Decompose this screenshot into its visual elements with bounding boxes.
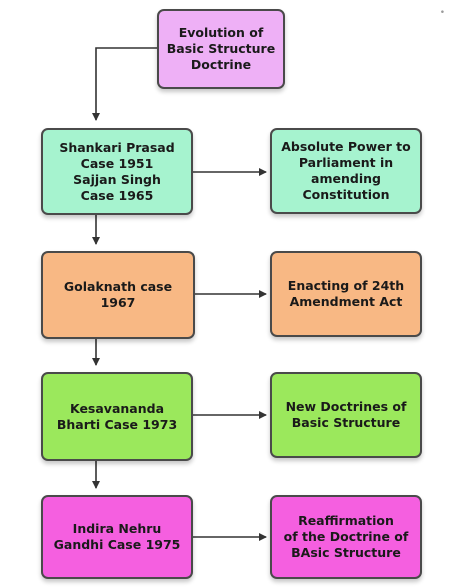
node-line: Gandhi Case 1975: [53, 537, 181, 552]
node-text: Reaffirmation of the Doctrine of BAsic S…: [284, 513, 409, 561]
node-evolution-of-basic-structure: Evolution of Basic Structure Doctrine: [157, 9, 285, 89]
node-enacting-24th-amendment: Enacting of 24th Amendment Act: [270, 251, 422, 337]
node-line: Sajjan Singh: [73, 171, 161, 187]
node-text: Shankari Prasad Case 1951 Sajjan Singh C…: [59, 140, 174, 204]
node-line: Case 1951: [80, 155, 154, 171]
node-text: Indira Nehru Gandhi Case 1975: [54, 521, 181, 553]
node-new-doctrines: New Doctrines of Basic Structure: [270, 372, 422, 458]
node-line: amending: [311, 171, 381, 186]
node-line: Shankari Prasad: [59, 139, 175, 155]
node-line: BAsic Structure: [291, 545, 401, 560]
node-line: 1967: [100, 295, 136, 310]
node-line: of the Doctrine of: [283, 529, 409, 544]
node-reaffirmation: Reaffirmation of the Doctrine of BAsic S…: [270, 495, 422, 579]
node-text: Enacting of 24th Amendment Act: [288, 278, 404, 310]
node-line: Amendment Act: [289, 294, 403, 309]
corner-mark: •: [439, 8, 445, 18]
node-text: Absolute Power to Parliament in amending…: [281, 139, 411, 203]
node-line: Enacting of 24th: [287, 278, 405, 293]
node-text: Golaknath case 1967: [64, 279, 172, 311]
node-shankari-prasad-sajjan-singh: Shankari Prasad Case 1951 Sajjan Singh C…: [41, 128, 193, 215]
node-absolute-power: Absolute Power to Parliament in amending…: [270, 128, 422, 214]
node-line: Basic Structure: [166, 41, 276, 56]
node-line: Constitution: [302, 187, 390, 202]
node-kesavananda-bharti: Kesavananda Bharti Case 1973: [41, 372, 193, 461]
node-line: Case 1965: [80, 187, 154, 203]
node-indira-nehru-gandhi: Indira Nehru Gandhi Case 1975: [41, 495, 193, 579]
node-line: Kesavananda: [69, 400, 165, 416]
node-line: Bharti Case 1973: [56, 416, 178, 432]
node-line: Basic Structure: [291, 415, 401, 430]
node-line: Absolute Power to: [281, 139, 411, 154]
node-line: Golaknath case: [63, 279, 173, 294]
node-line: Evolution of: [178, 25, 264, 40]
node-golaknath-case: Golaknath case 1967: [41, 251, 195, 339]
connector-root-to-shankari: [92, 47, 157, 121]
node-text: Evolution of Basic Structure Doctrine: [167, 25, 275, 73]
node-line: Doctrine: [190, 57, 252, 72]
node-line: Indira Nehru: [72, 521, 162, 536]
node-line: Parliament in: [298, 155, 394, 170]
node-text: New Doctrines of Basic Structure: [286, 399, 407, 431]
node-line: Reaffirmation: [298, 513, 394, 528]
node-text: Kesavananda Bharti Case 1973: [57, 401, 177, 433]
node-line: New Doctrines of: [285, 399, 407, 414]
